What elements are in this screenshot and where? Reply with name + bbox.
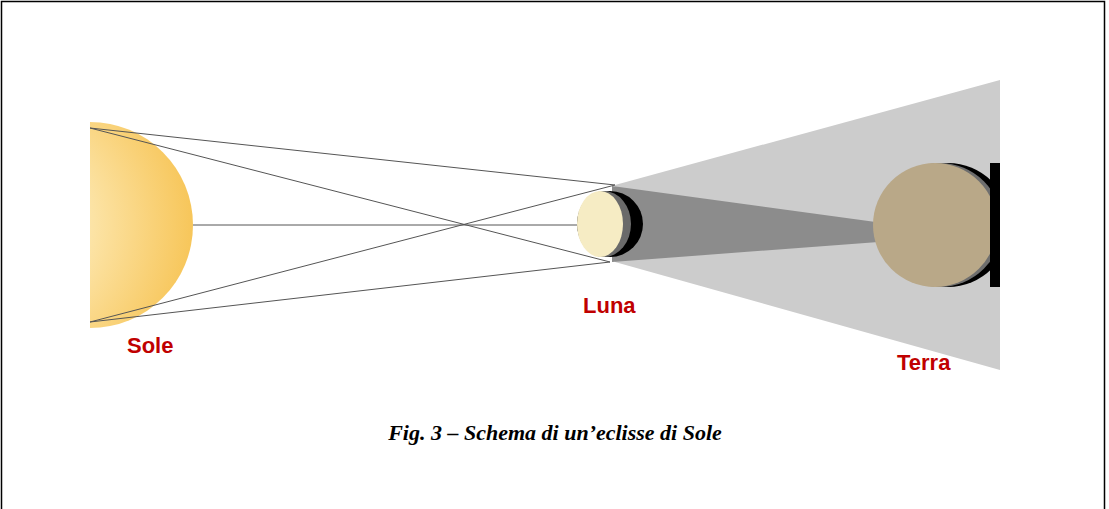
earth-label: Terra xyxy=(897,350,950,376)
umbra xyxy=(612,186,905,262)
figure-caption: Fig. 3 – Schema di un’eclisse di Sole xyxy=(388,420,722,446)
earth xyxy=(873,163,1000,287)
earth-shadow-edge xyxy=(990,163,1000,287)
sun xyxy=(90,122,193,328)
moon xyxy=(577,191,643,257)
moon-label: Luna xyxy=(583,293,636,319)
sun-label: Sole xyxy=(127,333,173,359)
light-rays xyxy=(90,128,615,322)
